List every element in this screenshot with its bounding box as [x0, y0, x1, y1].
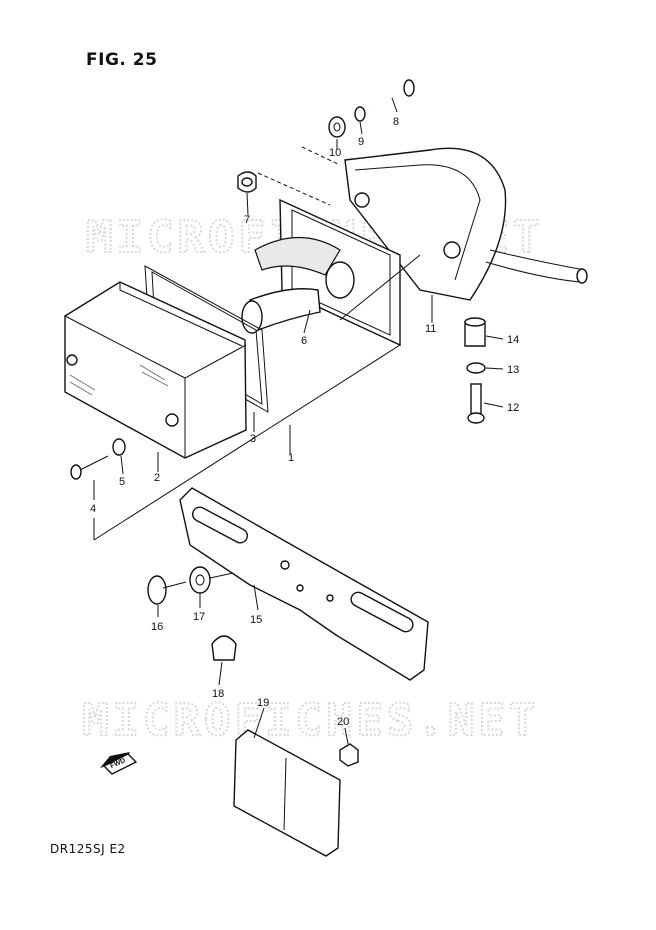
- label-part-13: 13: [507, 364, 519, 376]
- label-part-7: 7: [244, 214, 250, 226]
- part-number-labels: 1 2 3 4 5 6 7 8 9 10 11 12 13 14 15 16 1…: [90, 116, 519, 728]
- screw-part-4: [70, 455, 109, 480]
- tail-housing-part-11: [344, 147, 588, 301]
- grommet-part-7: [237, 171, 257, 193]
- label-part-1: 1: [288, 452, 294, 464]
- figure-title: FIG. 25: [86, 50, 158, 70]
- label-part-4: 4: [90, 503, 96, 515]
- label-part-19: 19: [257, 697, 269, 709]
- reflector-part-19: [233, 729, 341, 857]
- label-part-2: 2: [154, 472, 160, 484]
- nut-part-20: [339, 743, 359, 767]
- washer-part-9: [354, 106, 366, 122]
- leader-lines: [93, 97, 504, 745]
- label-part-11: 11: [425, 323, 436, 335]
- washer-part-17: [189, 566, 211, 594]
- label-part-17: 17: [193, 611, 205, 623]
- model-code: DR125SJ E2: [50, 842, 126, 856]
- label-part-10: 10: [329, 147, 341, 159]
- label-part-15: 15: [250, 614, 262, 626]
- label-part-14: 14: [507, 334, 519, 346]
- label-part-6: 6: [301, 335, 307, 347]
- bolt-part-12: [467, 383, 485, 424]
- label-part-8: 8: [393, 116, 399, 128]
- label-part-5: 5: [119, 476, 125, 488]
- label-part-12: 12: [507, 402, 519, 414]
- washer-part-10: [328, 116, 346, 138]
- forward-arrow-icon: FWD: [100, 752, 138, 775]
- screw-part-16: [147, 575, 187, 605]
- label-part-3: 3: [250, 433, 256, 445]
- license-bracket-part-15: [179, 487, 429, 681]
- label-part-18: 18: [212, 688, 224, 700]
- washer-part-5: [112, 438, 126, 456]
- screw-part-8: [371, 79, 415, 108]
- label-part-9: 9: [358, 136, 364, 148]
- washer-part-13: [466, 362, 486, 374]
- label-part-16: 16: [151, 621, 163, 633]
- watermark-bottom: MICROFICHES.NET: [82, 695, 539, 746]
- socket-frame-part-6: [241, 198, 421, 347]
- collar-part-14: [464, 317, 486, 347]
- label-part-20: 20: [337, 716, 349, 728]
- tail-lens-part-2: [64, 281, 247, 459]
- cap-part-18: [211, 635, 237, 661]
